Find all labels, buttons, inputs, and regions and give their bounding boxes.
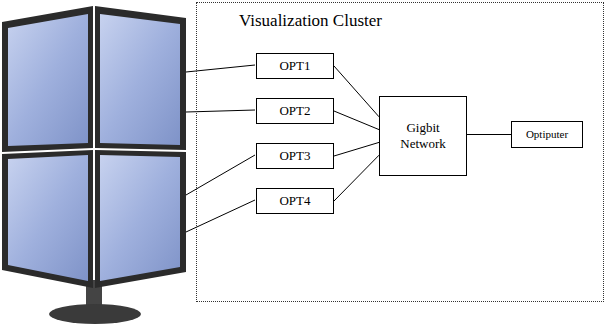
opt-box: OPT1	[256, 53, 334, 79]
network-link	[467, 134, 511, 135]
box-label: OPT3	[279, 148, 310, 164]
box-label: Gigbit Network	[393, 120, 453, 152]
network-box: Gigbit Network	[379, 96, 467, 176]
screen-bezel	[2, 6, 93, 152]
opt-box: OPT3	[256, 143, 334, 169]
screen	[8, 14, 88, 146]
screen-bezel	[2, 150, 93, 288]
box-label: OPT1	[279, 58, 310, 74]
network-link	[334, 155, 379, 201]
opt-box: OPT2	[256, 98, 334, 124]
box-label: Optiputer	[526, 128, 568, 141]
network-link	[334, 66, 379, 117]
region-title: Visualization Cluster	[239, 11, 382, 31]
screen-bezel	[95, 6, 186, 150]
screen	[8, 155, 88, 281]
screen	[100, 14, 180, 145]
box-label: OPT2	[279, 103, 310, 119]
network-link	[334, 142, 379, 156]
screen	[100, 155, 180, 281]
opt-box: OPT4	[256, 188, 334, 214]
cluster-region: Visualization ClusterOPT1OPT2OPT3OPT4 Gig…	[196, 2, 604, 302]
screen-bezel	[95, 150, 186, 288]
box-label: OPT4	[279, 193, 310, 209]
optiputer-box: Optiputer	[511, 121, 583, 148]
monitor-base	[49, 304, 141, 324]
network-link	[334, 111, 379, 130]
